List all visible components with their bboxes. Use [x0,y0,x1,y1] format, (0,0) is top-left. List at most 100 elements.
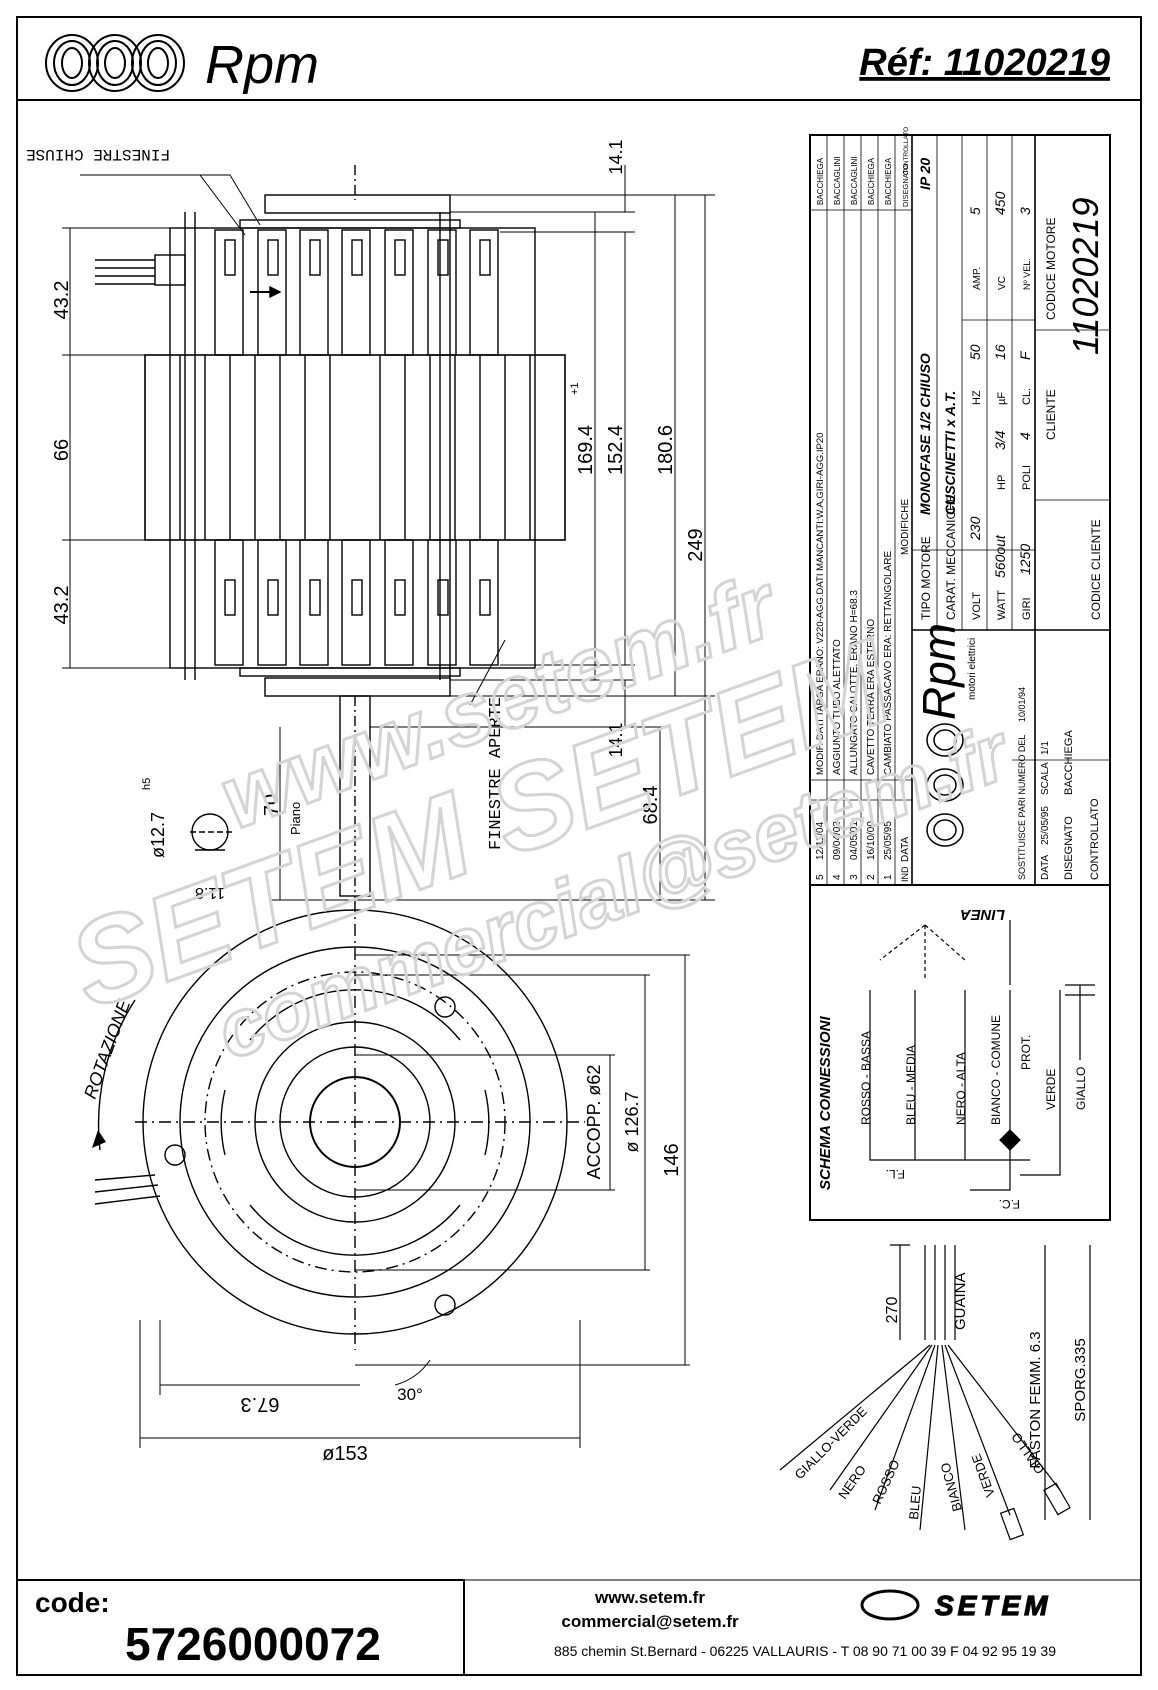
footer-email[interactable]: commercial@setem.fr [561,1612,739,1631]
controllato-label: CONTROLLATO [1089,798,1101,880]
dim-accopp: ACCOPP. ø62 [584,1065,604,1180]
code-value: 5726000072 [125,1618,381,1670]
dim-angle: 30° [397,1385,423,1404]
spec-amp-value: 5 [967,207,983,215]
side-view-dimensions [62,165,715,901]
spec-volt-value: 230 [967,516,983,541]
rev-4-text: AGGIUNTO TUBO ALETTATO [832,639,843,775]
dim-top-gap: 14.1 [606,139,626,174]
dim-shaft-diameter: ø12.7 [148,812,168,858]
rev-header-modifiche: MODIFICHE [900,499,911,555]
sostituisce-date: 10/01/94 [1017,687,1027,722]
rev-1-number: 1 [883,874,894,880]
spec-hp-label: HP [996,475,1008,490]
front-view-dimensions [139,954,690,1448]
cable-length: 270 [884,1297,901,1324]
spec-poli-label: POLI [1021,465,1033,490]
codice-motore-label: CODICE MOTORE [1044,218,1058,320]
rev-2-by: BACCHIEGA [867,157,876,205]
sporg-label: SPORG.335 [1072,1338,1089,1421]
spec-giri-value: 1250 [1017,544,1033,575]
cable-wire-bleu: BLEU [906,1485,924,1520]
rev-header-controllato: CONTROLLATO [903,127,910,175]
watermark: www.setem.fr SETEM SETEM commercial@sete… [52,553,1025,1078]
rev-4-number: 4 [832,874,843,880]
rev-3-number: 3 [849,874,860,880]
coil-icon [45,34,185,92]
fl-label: F.L. [886,1167,905,1181]
dim-249: 249 [685,528,707,561]
brand-name: Rpm [205,35,319,95]
rev-header-disegnato: DISEGNATO [901,163,910,207]
spec-vc-label: VC [997,276,1008,290]
label-finestre-aperte: FINESTRE APERTE [487,697,506,850]
dim-152: 152.4 [605,425,627,475]
rev-1-date: 25/05/95 [883,821,894,860]
spec-watt-label: WATT [996,590,1008,620]
giallo-label: GIALLO [1074,1067,1088,1110]
spec-hp-value: 3/4 [992,430,1008,450]
spec-vc-value: 450 [992,191,1008,215]
rev-header-ind: IND [900,866,910,882]
tipo-motore-value: MONOFASE 1/2 CHIUSO [917,353,933,515]
footer-web[interactable]: www.setem.fr [594,1588,705,1607]
dim-shaft-68: 68.4 [640,786,662,825]
motor-specs: TIPO MOTORE MONOFASE 1/2 CHIUSO IP 20 CA… [917,158,1106,620]
rev-3-date: 04/05/01 [849,821,860,860]
dim-126: ø 126.7 [622,1091,642,1152]
setem-logo-text: SETEM [935,1590,1051,1621]
dim-flat: 11.8 [195,884,225,901]
rev-4-by: BACCAGLINI [833,157,842,205]
scala-value: 1/1 [1040,741,1051,755]
spec-cl-value: F [1017,350,1033,360]
carat-value: CUSCINETTI x A.T. [942,391,958,515]
cable-diagram [779,1244,1091,1541]
rev-3-text: ALLUNGATO CALOTTE, ERANO H=68.3 [849,590,860,775]
title-block-lower: Rpm motori elettrici SOSTITUISCE PARI NU… [913,623,1101,880]
spec-vel-value: 3 [1017,207,1033,215]
dim-shaft-tolerance: h5 [141,778,153,790]
rev-3-by: BACCAGLINI [850,157,859,205]
codice-motore-value: 11020219 [1065,198,1106,356]
spec-hz-label: HZ [971,390,983,405]
ip-rating: IP 20 [917,158,933,190]
footer: code: 5726000072 www.setem.fr commercial… [16,1579,1141,1676]
rpm-subtitle: motori elettrici [967,638,978,700]
sostituisce-label: SOSTITUISCE PARI NUMERO DEL [1017,735,1027,880]
wire-bleu-media: BLEU - MEDIA [904,1045,918,1125]
footer-address: 885 chemin St.Bernard - 06225 VALLAURIS … [554,1643,1056,1659]
rev-1-text: CAMBIATO PASSACAVO ERA: RETTANGOLARE [883,551,894,775]
rev-header-data: DATA [900,836,911,862]
spec-uf-value: 16 [992,344,1008,360]
label-finestre-chiuse: FINESTRE CHIUSE [26,145,170,163]
revision-table: 5 12/11/04 MODIF. DATI TARGA ERANO: V220… [815,127,911,882]
wire-bianco-comune: BIANCO - COMUNE [989,1015,1003,1125]
motor-side-view [95,165,566,900]
rev-2-date: 16/10/00 [866,821,877,860]
dim-146: 146 [661,1143,683,1176]
rev-2-text: CAVETTO TERRA ERA ESTERNO [866,619,877,775]
cable-wire-nero: NERO [835,1462,869,1501]
connection-schema: SCHEMA CONNESSIONI LINEA ROSSO - BASSA B… [809,884,1111,1221]
rev-5-text: MODIF. DATI TARGA ERANO: V220-AGG.DATI M… [815,433,826,775]
verde-label: VERDE [1044,1069,1058,1110]
data-value: 25/05/95 [1040,806,1051,845]
dim-180: 180.6 [655,425,677,475]
motor-front-view [94,900,585,1350]
data-label: DATA [1040,854,1051,880]
title-block [809,134,1111,886]
spec-poli-value: 4 [1017,432,1033,440]
dim-67: 67.3 [241,1393,280,1415]
prot-label: PROT. [1019,1035,1033,1070]
dim-169-tolerance: +1 [569,382,581,395]
sheet-border [16,16,1142,1676]
disegnato-value: BACCHIEGA [1063,730,1075,795]
wire-rosso-bassa: ROSSO - BASSA [859,1031,873,1125]
scala-label: SCALA [1040,762,1051,795]
spec-giri-label: GIRI [1021,597,1033,620]
rev-5-by: BACCHIEGA [816,157,825,205]
guaina-label: GUAINA [952,1272,969,1330]
cable-wire-bianco: BIANCO [938,1461,965,1513]
linea-label: LINEA [960,906,1005,923]
